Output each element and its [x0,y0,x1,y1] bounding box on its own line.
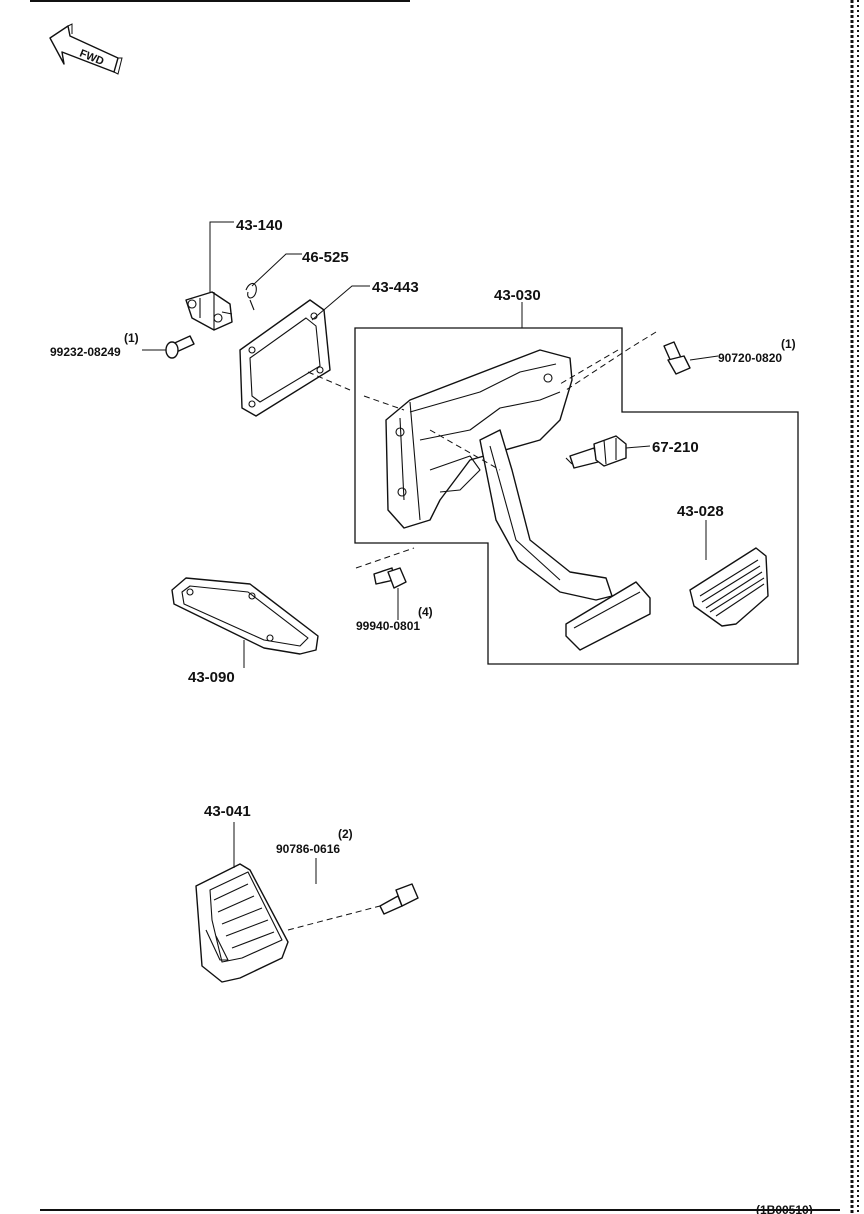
bolt-90786-0616 [379,883,419,915]
assembly-boundary-43-030 [354,327,799,665]
fwd-arrow-icon: FWD [49,23,123,75]
bolt-99940-0801 [373,567,407,589]
label-43-028: 43-028 [677,503,724,520]
qty-90720: (1) [781,337,796,351]
label-67-210: 67-210 [652,439,699,456]
brake-pedal-pad [565,581,651,651]
cover-43-090 [171,577,319,655]
label-90720-0820: 90720-0820 [718,351,782,365]
leader-lines [142,221,719,884]
bolt-90720-0820 [663,341,691,375]
pedal-bracket-43-030 [385,349,573,529]
clevis-43-140 [185,291,233,331]
label-43-443: 43-443 [372,279,419,296]
label-43-090: 43-090 [188,669,235,686]
gasket-43-443 [239,299,331,417]
footer-code: (1B00510) [756,1203,813,1214]
pad-43-041 [195,863,289,983]
label-90786-0616: 90786-0616 [276,842,340,856]
qty-90786: (2) [338,827,353,841]
pin-99232-08249 [165,335,195,359]
label-99940-0801: 99940-0801 [356,619,420,633]
label-43-140: 43-140 [236,217,283,234]
perforated-edge [850,0,859,1214]
switch-67-210 [565,435,627,469]
qty-99232: (1) [124,331,139,345]
qty-99940: (4) [418,605,433,619]
label-43-030: 43-030 [494,287,541,304]
clip-46-525 [245,282,257,311]
label-46-525: 46-525 [302,249,349,266]
pedal-pad-43-028 [689,547,769,627]
brake-pedal-arm [479,429,613,601]
alignment-dashes [287,331,657,931]
label-99232-08249: 99232-08249 [50,345,121,359]
label-43-041: 43-041 [204,803,251,820]
